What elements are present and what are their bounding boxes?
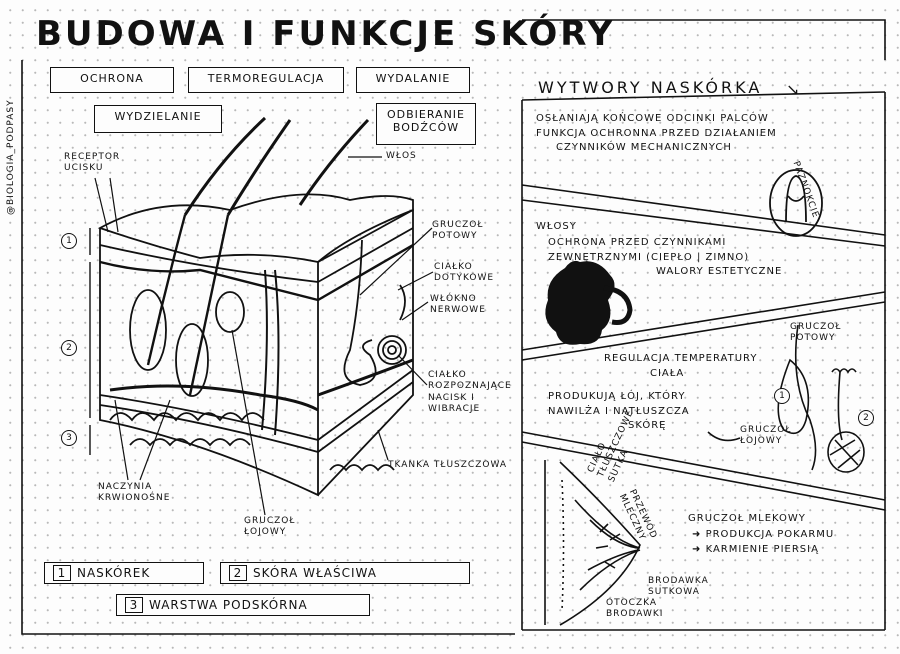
label-pressure-receptor: RECEPTOR UCISKU	[64, 152, 121, 174]
sebum-function-text: PRODUKUJĄ ŁÓJ, KTÓRY NAWILŻA I NATŁUSZCZ…	[548, 391, 690, 431]
arrow-icon: ↘	[786, 80, 800, 99]
mammary-title: GRUCZOŁ MLEKOWY	[688, 513, 806, 524]
hair-text: OCHRONA PRZED CZYNNIKAMI ZEWNĘTRZNYMI (C…	[548, 237, 783, 277]
label-sebaceous-gland-right: GRUCZOŁ ŁOJOWY	[740, 425, 792, 447]
label-touch-corpuscle: CIAŁKO DOTYKOWE	[434, 262, 495, 284]
label-blood-vessels: NACZYNIA KRWIONOŚNE	[98, 482, 171, 504]
label-areola: OTOCZKA BRODAWKI	[606, 598, 664, 620]
label-sweat-gland-right: GRUCZOŁ POTOWY	[790, 322, 842, 344]
label-nipple: BRODAWKA SUTKOWA	[648, 576, 709, 598]
layer-marker-1: 1	[61, 233, 77, 249]
layer-marker-2: 2	[61, 340, 77, 356]
label-fat-tissue: TKANKA TŁUSZCZOWA	[388, 460, 508, 470]
gland-marker-2: 2	[858, 410, 874, 426]
hair-title: WŁOSY	[536, 221, 577, 232]
function-excretion: WYDALANIE	[356, 67, 470, 93]
layer-marker-3: 3	[61, 430, 77, 446]
gland-marker-1: 1	[774, 388, 790, 404]
label-sweat-gland: GRUCZOŁ POTOWY	[432, 220, 484, 242]
label-pressure-corpuscle: CIAŁKO ROZPOZNAJĄCE NACISK I WIBRACJE	[428, 370, 512, 414]
function-thermoregulation: TERMOREGULACJA	[188, 67, 344, 93]
label-nerve-fiber: WŁÓKNO NERWOWE	[430, 294, 486, 316]
nails-text: OSŁANIAJĄ KOŃCOWE ODCINKI PALCÓW FUNKCJA…	[536, 113, 777, 153]
function-secretion: WYDZIELANIE	[94, 105, 222, 133]
function-protection: OCHRONA	[50, 67, 174, 93]
label-sebaceous-gland: GRUCZOŁ ŁOJOWY	[244, 516, 296, 538]
section-header: WYTWORY NASKÓRKA	[538, 78, 763, 97]
function-stimuli: ODBIERANIE BODŹCÓW	[376, 103, 476, 145]
label-hair: WŁOS	[386, 151, 417, 161]
page-title: BUDOWA I FUNKCJE SKÓRY	[36, 14, 616, 54]
mammary-text: ➜ PRODUKCJA POKARMU ➜ KARMIENIE PIERSIĄ	[692, 529, 835, 555]
sweat-function-text: REGULACJA TEMPERATURY CIAŁA	[604, 353, 758, 379]
